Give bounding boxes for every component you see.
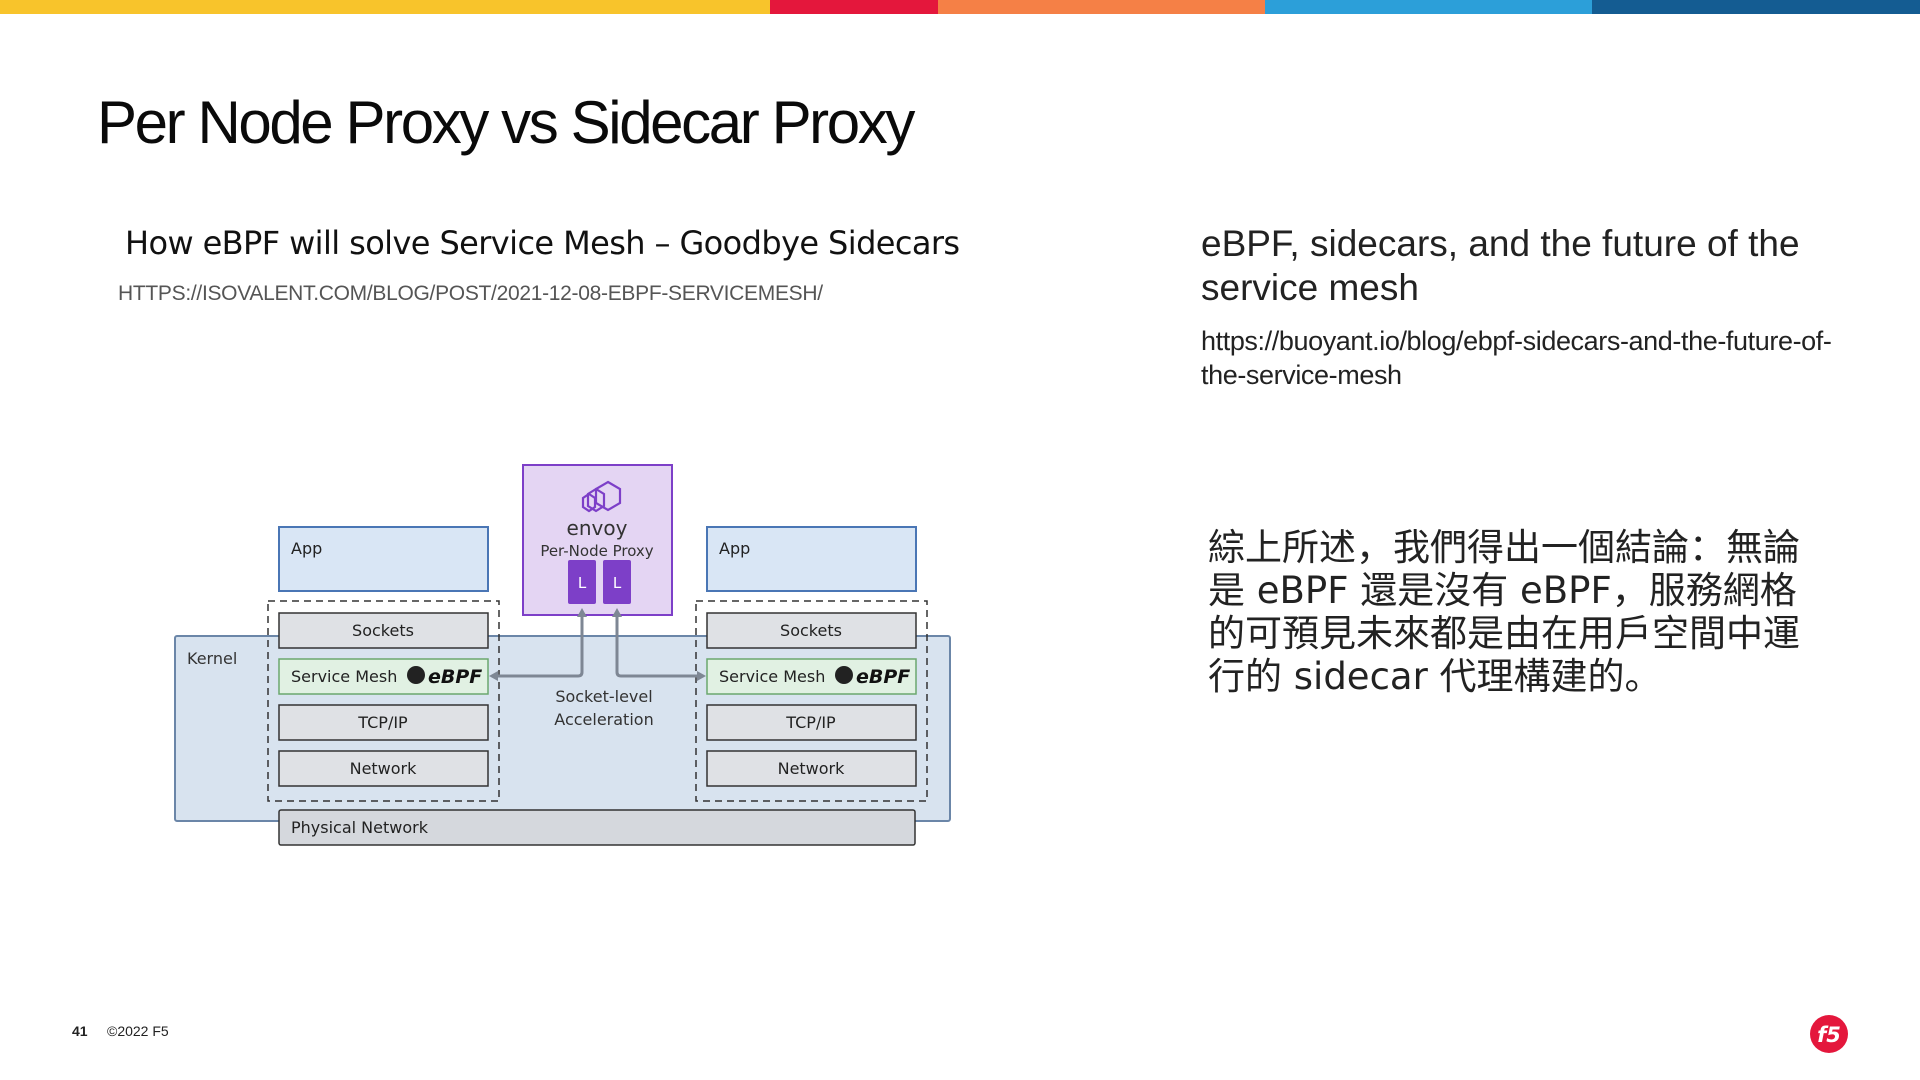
left-network-label: Network xyxy=(350,759,418,778)
arrow-heads xyxy=(489,608,706,681)
right-network-box xyxy=(706,750,917,787)
envoy-listener-2-label: L xyxy=(613,574,622,592)
right-sockets-label: Sockets xyxy=(780,621,842,640)
bar-segment-navy xyxy=(1592,0,1920,14)
left-ebpf-label: eBPF xyxy=(428,666,482,688)
left-stack-dashed-border xyxy=(267,600,500,802)
buoyant-article-url[interactable]: https://buoyant.io/blog/ebpf-sidecars-an… xyxy=(1201,326,1832,390)
right-app-box xyxy=(706,526,917,592)
left-service-mesh-box xyxy=(278,658,489,695)
envoy-listener-1-label: L xyxy=(578,574,587,592)
top-color-bar xyxy=(0,0,1920,14)
envoy-listener-2 xyxy=(603,560,631,604)
slide-title: Per Node Proxy vs Sidecar Proxy xyxy=(97,89,915,156)
left-node-stack: App Sockets Service Mesh eBPF TCP/IP Net… xyxy=(267,526,500,802)
right-node-stack: App Sockets Service Mesh eBPF TCP/IP Net… xyxy=(695,526,928,802)
bar-segment-red xyxy=(770,0,938,14)
left-network-box xyxy=(278,750,489,787)
left-sockets-label: Sockets xyxy=(352,621,414,640)
conclusion-line: 的可預見未來都是由在用戶空間中運 xyxy=(1208,612,1800,655)
per-node-proxy-diagram: Kernel Physical Network App Sockets Serv… xyxy=(174,464,951,846)
conclusion-text: 綜上所述，我們得出一個結論：無論 是 eBPF 還是沒有 eBPF，服務網格 的… xyxy=(1208,526,1808,698)
conclusion-line: 是 eBPF 還是沒有 eBPF，服務網格 xyxy=(1208,569,1797,612)
left-tcpip-box xyxy=(278,704,489,741)
right-tcpip-box xyxy=(706,704,917,741)
socket-acceleration-label-line2: Acceleration xyxy=(554,710,653,729)
physical-network-label: Physical Network xyxy=(291,818,429,837)
right-service-mesh-box xyxy=(706,658,917,695)
envoy-logo-icon xyxy=(581,480,622,513)
right-service-mesh-label: Service Mesh xyxy=(719,667,825,686)
f5-logo-icon: f5 xyxy=(1810,1015,1848,1053)
kernel-label: Kernel xyxy=(187,649,237,668)
bar-segment-blue xyxy=(1265,0,1592,14)
f5-logo-text: f5 xyxy=(1817,1023,1841,1047)
left-service-mesh-label: Service Mesh xyxy=(291,667,397,686)
physical-network-box xyxy=(278,809,916,846)
envoy-proxy-node: envoy Per-Node Proxy L L xyxy=(522,464,673,616)
right-ebpf-bee-icon xyxy=(835,666,853,684)
isovalent-article-url[interactable]: HTTPS://ISOVALENT.COM/BLOG/POST/2021-12-… xyxy=(118,282,823,305)
isovalent-article-heading: How eBPF will solve Service Mesh – Goodb… xyxy=(125,224,960,262)
right-ebpf-label: eBPF xyxy=(856,666,910,688)
bar-segment-orange xyxy=(938,0,1265,14)
right-stack-dashed-border xyxy=(695,600,928,802)
bar-segment-yellow xyxy=(0,0,770,14)
right-tcpip-label: TCP/IP xyxy=(785,713,836,732)
left-tcpip-label: TCP/IP xyxy=(357,713,408,732)
right-sockets-box xyxy=(706,612,917,649)
copyright: ©2022 F5 xyxy=(107,1023,169,1039)
socket-acceleration-label-line1: Socket-level xyxy=(555,687,652,706)
right-network-label: Network xyxy=(778,759,846,778)
buoyant-article-heading: eBPF, sidecars, and the future of the se… xyxy=(1201,223,1800,308)
left-sockets-box xyxy=(278,612,489,649)
left-app-box xyxy=(278,526,489,592)
envoy-name: envoy xyxy=(567,516,628,540)
envoy-listener-1 xyxy=(568,560,596,604)
left-app-label: App xyxy=(291,539,322,558)
conclusion-line: 行的 sidecar 代理構建的。 xyxy=(1208,655,1662,698)
socket-acceleration-arrows xyxy=(492,614,702,678)
page-number: 41 xyxy=(72,1023,88,1039)
conclusion-line: 綜上所述，我們得出一個結論：無論 xyxy=(1208,526,1800,569)
envoy-subtitle: Per-Node Proxy xyxy=(540,542,653,560)
left-ebpf-bee-icon xyxy=(407,666,425,684)
right-app-label: App xyxy=(719,539,750,558)
